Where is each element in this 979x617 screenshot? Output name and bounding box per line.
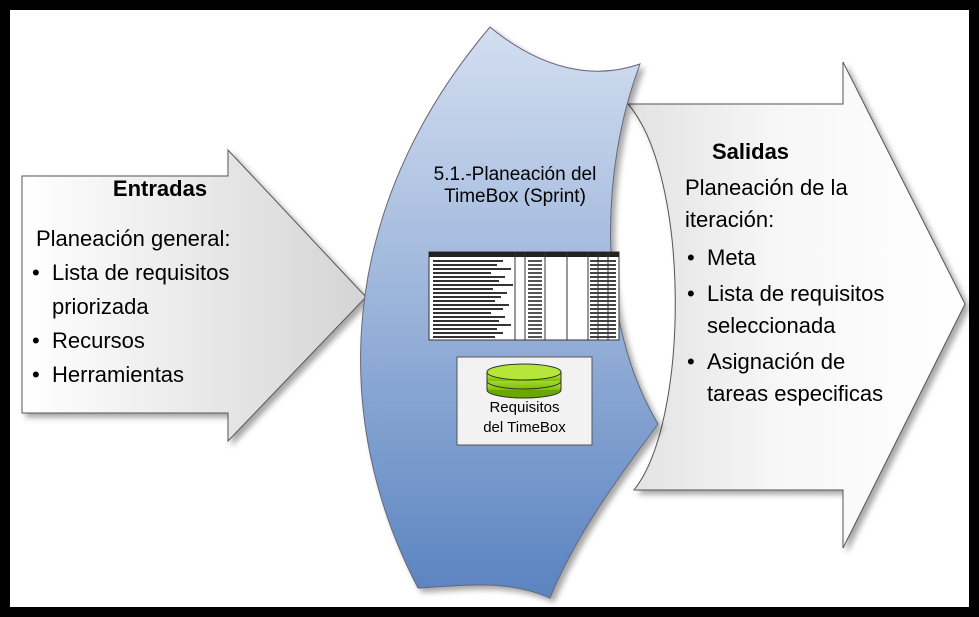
thumbnail-row <box>433 284 513 286</box>
thumbnail-row <box>433 332 503 334</box>
requirements-label: Requisitos del TimeBox <box>457 398 592 438</box>
thumbnail-row <box>433 288 493 290</box>
thumbnail-row <box>433 312 491 314</box>
requirements-label-line2: del TimeBox <box>483 419 566 436</box>
database-icon <box>486 363 562 399</box>
thumbnail-cell <box>590 336 616 338</box>
thumbnail-cell <box>528 264 542 266</box>
list-item: Lista de requisitos priorizada <box>30 256 320 324</box>
thumbnail-cell <box>528 332 542 334</box>
list-item: Recursos <box>30 324 320 358</box>
thumbnail-cell <box>528 300 542 302</box>
thumbnail-cell <box>528 288 542 290</box>
thumbnail-row <box>433 296 501 298</box>
table-thumbnail <box>428 251 620 341</box>
list-item: Lista de requisitos seleccionada <box>685 278 900 342</box>
thumbnail-cell <box>590 332 616 334</box>
outputs-intro-line2: iteración: <box>685 207 775 232</box>
thumbnail-cell <box>590 280 616 282</box>
thumbnail-row <box>433 292 507 294</box>
thumbnail-row <box>433 308 503 310</box>
list-item: Asignación de tareas especificas <box>685 346 900 410</box>
thumbnail-row <box>433 280 499 282</box>
thumbnail-cell <box>590 308 616 310</box>
thumbnail-cell <box>590 260 616 262</box>
thumbnail-cell <box>590 268 616 270</box>
thumbnail-cell <box>528 324 542 326</box>
process-title-line1: 5.1.-Planeación del <box>433 164 597 185</box>
thumbnail-cell <box>528 276 542 278</box>
thumbnail-cell <box>590 304 616 306</box>
thumbnail-cell <box>528 296 542 298</box>
outputs-intro: Planeación de la iteración: <box>685 172 915 236</box>
requirements-label-line1: Requisitos <box>489 399 560 416</box>
thumbnail-cell <box>528 308 542 310</box>
thumbnail-cell <box>590 284 616 286</box>
thumbnail-cell <box>528 292 542 294</box>
thumbnail-cell <box>590 292 616 294</box>
thumbnail-cell <box>590 296 616 298</box>
thumbnail-cell <box>528 284 542 286</box>
thumbnail-cell <box>528 320 542 322</box>
thumbnail-row <box>433 304 509 306</box>
thumbnail-cell <box>528 272 542 274</box>
thumbnail-cell <box>528 260 542 262</box>
thumbnail-row <box>433 336 495 338</box>
requirements-box <box>456 356 593 446</box>
thumbnail-cell <box>528 336 542 338</box>
thumbnail-row <box>433 272 491 274</box>
outputs-intro-line1: Planeación de la <box>685 175 848 200</box>
inputs-title: Entradas <box>112 176 208 201</box>
outputs-list: Meta Lista de requisitos seleccionada As… <box>685 242 900 414</box>
thumbnail-row <box>433 324 511 326</box>
list-item: Herramientas <box>30 358 320 392</box>
thumbnail-cell <box>528 280 542 282</box>
thumbnail-cell <box>528 304 542 306</box>
thumbnail-row <box>433 268 511 270</box>
thumbnail-cell <box>590 264 616 266</box>
process-title-line2: TimeBox (Sprint) <box>444 186 586 207</box>
thumbnail-row <box>433 320 499 322</box>
inputs-list: Lista de requisitos priorizada Recursos … <box>30 256 320 392</box>
thumbnail-cell <box>590 288 616 290</box>
thumbnail-cell <box>590 320 616 322</box>
thumbnail-row <box>433 300 495 302</box>
thumbnail-cell <box>590 312 616 314</box>
thumbnail-row <box>433 260 503 262</box>
thumbnail-cell <box>528 268 542 270</box>
thumbnail-cell <box>590 324 616 326</box>
inputs-intro: Planeación general: <box>36 226 231 251</box>
thumbnail-cell <box>528 316 542 318</box>
thumbnail-cell <box>528 328 542 330</box>
thumbnail-row <box>433 276 505 278</box>
thumbnail-cell <box>528 312 542 314</box>
thumbnail-cell <box>590 300 616 302</box>
thumbnail-row <box>433 328 497 330</box>
list-item: Meta <box>685 242 900 274</box>
thumbnail-cell <box>590 276 616 278</box>
thumbnail-cell <box>590 316 616 318</box>
process-title: 5.1.-Planeación del TimeBox (Sprint) <box>380 164 650 208</box>
thumbnail-row <box>433 316 505 318</box>
thumbnail-cell <box>590 328 616 330</box>
outputs-title: Salidas <box>712 139 790 164</box>
thumbnail-cell <box>590 272 616 274</box>
thumbnail-row <box>433 264 497 266</box>
